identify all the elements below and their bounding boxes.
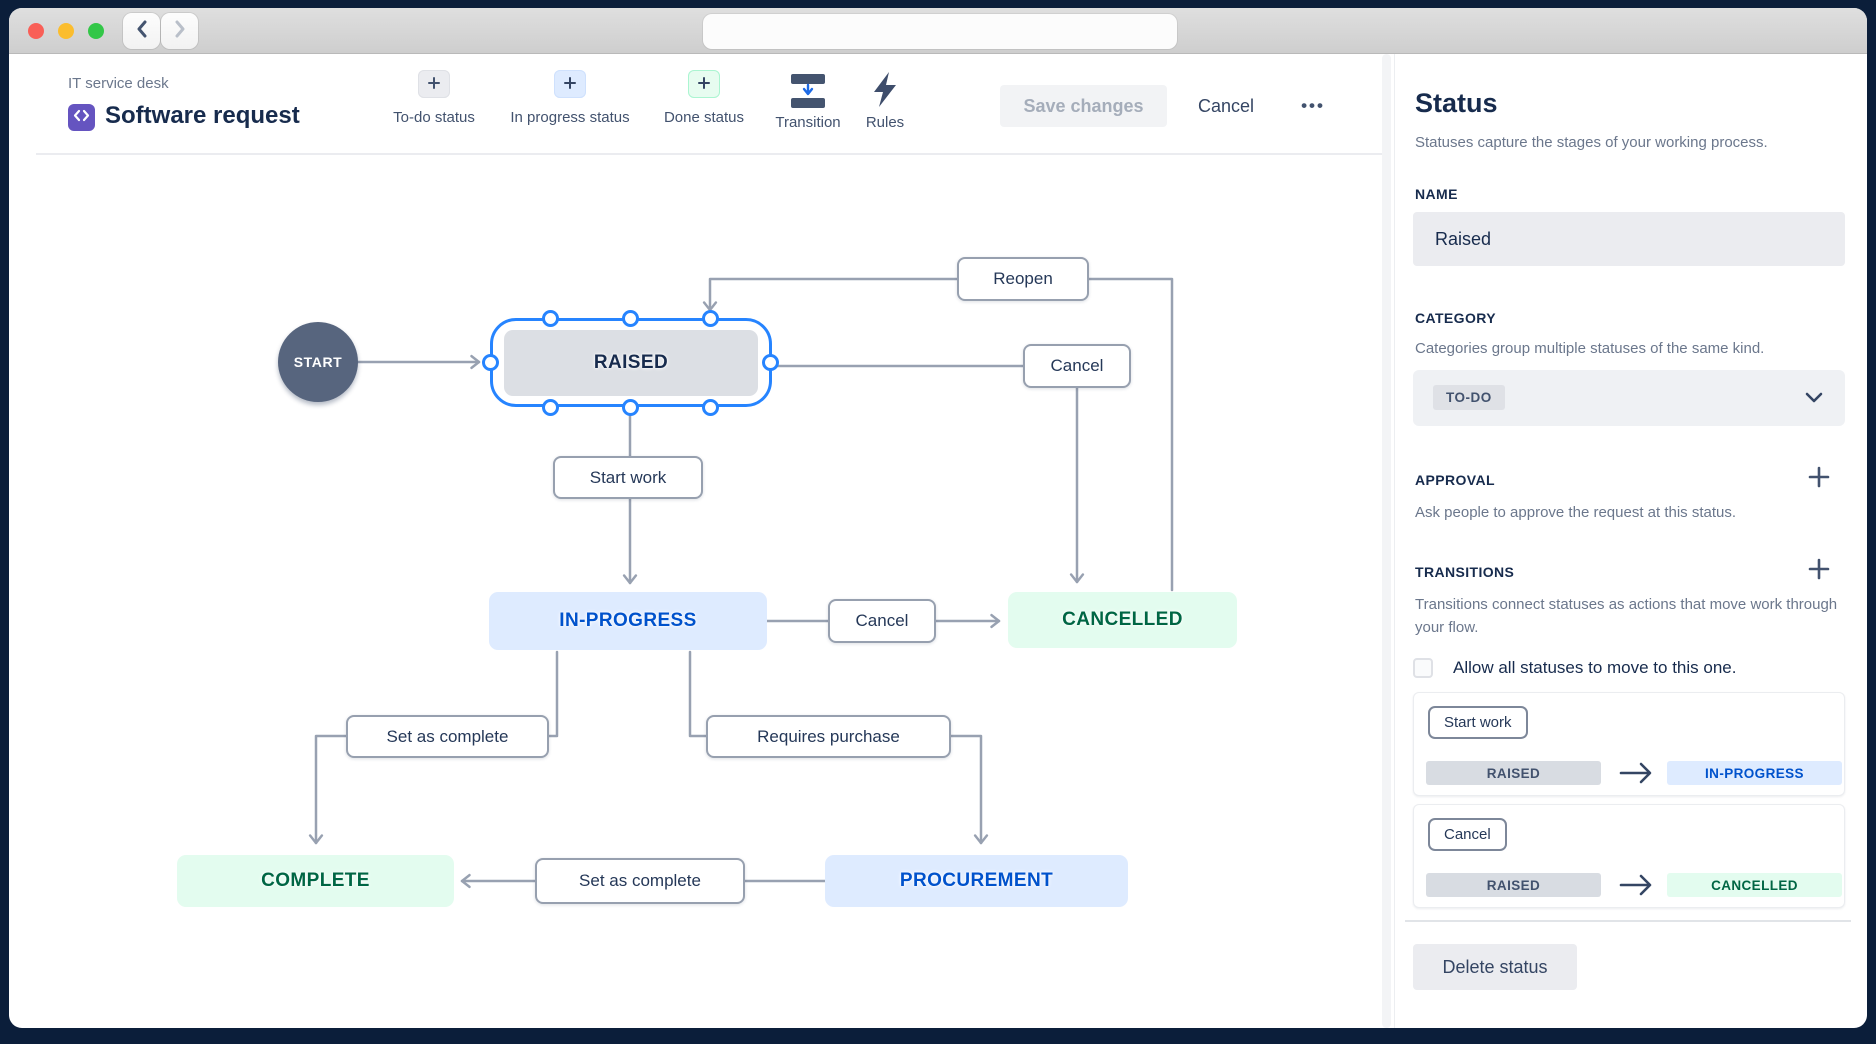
transition-label-cancel-mid[interactable]: Cancel (828, 599, 936, 643)
toolbar-divider (36, 153, 1390, 155)
category-dropdown[interactable]: TO-DO (1413, 370, 1845, 426)
status-node-raised[interactable]: RAISED (504, 330, 758, 396)
start-node[interactable]: START (278, 322, 358, 402)
add-approval-button[interactable] (1807, 466, 1831, 490)
arrow-right-icon (1617, 867, 1657, 908)
sidebar-subtitle: Statuses capture the stages of your work… (1415, 134, 1768, 151)
selection-handle[interactable] (702, 310, 719, 327)
tool-label: To-do status (393, 109, 475, 126)
close-window-button[interactable] (28, 23, 44, 39)
code-brackets-icon (73, 109, 90, 127)
plus-icon (1808, 466, 1830, 491)
cancel-button[interactable]: Cancel (1181, 85, 1271, 127)
status-node-in-progress[interactable]: IN-PROGRESS (489, 592, 767, 650)
approval-description: Ask people to approve the request at thi… (1415, 504, 1737, 521)
transitions-description: Transitions connect statuses as actions … (1415, 596, 1838, 636)
allow-all-checkbox[interactable] (1413, 658, 1433, 678)
page-title: Software request (105, 102, 300, 129)
status-node-cancelled[interactable]: CANCELLED (1008, 592, 1237, 648)
category-value-badge: TO-DO (1433, 385, 1505, 410)
project-name: IT service desk (68, 75, 169, 92)
tool-rules[interactable]: Rules (810, 70, 960, 131)
add-in-progress-status-button[interactable] (554, 70, 586, 98)
transition-label-requires-purchase[interactable]: Requires purchase (706, 715, 951, 758)
url-bar[interactable] (703, 14, 1177, 49)
tool-label: Transition (775, 114, 841, 131)
transition-from-badge: RAISED (1426, 873, 1601, 897)
transition-from-badge: RAISED (1426, 761, 1601, 785)
transition-card: Start work RAISED IN-PROGRESS (1413, 692, 1845, 796)
delete-status-button[interactable]: Delete status (1413, 944, 1577, 990)
sidebar-footer-divider (1405, 920, 1851, 922)
add-transition-button[interactable] (1807, 558, 1831, 582)
tool-in-progress-status: In progress status (495, 70, 645, 126)
tool-label: Rules (865, 114, 905, 131)
transition-action-button[interactable]: Cancel (1428, 818, 1507, 851)
transition-label-set-as-complete-bottom[interactable]: Set as complete (535, 858, 745, 904)
arrow-right-icon (1617, 755, 1657, 796)
status-node-procurement[interactable]: PROCUREMENT (825, 855, 1128, 907)
transition-card: Cancel RAISED CANCELLED (1413, 804, 1845, 908)
name-section-label: NAME (1415, 186, 1458, 202)
selection-handle[interactable] (482, 354, 499, 371)
transition-label-start-work[interactable]: Start work (553, 456, 703, 499)
category-description: Categories group multiple statuses of th… (1415, 340, 1765, 357)
approval-section-label: APPROVAL (1415, 472, 1495, 488)
transition-action-button[interactable]: Start work (1428, 706, 1528, 739)
selection-handle[interactable] (622, 399, 639, 416)
chevron-left-icon (135, 20, 149, 43)
tool-label: Done status (663, 109, 745, 126)
selection-handle[interactable] (622, 310, 639, 327)
forward-button[interactable] (161, 13, 198, 49)
tool-transition[interactable]: Transition (733, 70, 883, 131)
zoom-window-button[interactable] (88, 23, 104, 39)
selection-handle[interactable] (762, 354, 779, 371)
save-changes-button[interactable]: Save changes (1000, 85, 1167, 127)
plus-icon (427, 76, 441, 93)
app-window: IT service desk Software request To-do s… (9, 8, 1867, 1028)
sidebar-title: Status (1415, 88, 1498, 118)
transition-to-badge: CANCELLED (1667, 873, 1842, 897)
selection-handle[interactable] (542, 399, 559, 416)
titlebar (9, 8, 1867, 54)
minimize-window-button[interactable] (58, 23, 74, 39)
chevron-right-icon (173, 20, 187, 43)
transition-label-cancel-top[interactable]: Cancel (1023, 344, 1131, 388)
allow-all-label: Allow all statuses to move to this one. (1453, 658, 1737, 677)
add-todo-status-button[interactable] (418, 70, 450, 98)
lightning-bolt-icon (871, 70, 899, 109)
canvas-scrollbar[interactable] (1382, 54, 1391, 1028)
status-name-input[interactable] (1413, 212, 1845, 266)
selection-handle[interactable] (542, 310, 559, 327)
plus-icon (1808, 558, 1830, 583)
selection-handle[interactable] (702, 399, 719, 416)
tool-done-status: Done status (629, 70, 779, 126)
tool-label: In progress status (510, 109, 630, 126)
add-done-status-button[interactable] (688, 70, 720, 98)
transitions-section-label: TRANSITIONS (1415, 564, 1515, 580)
sidebar-divider (1394, 54, 1395, 1028)
transition-label-reopen[interactable]: Reopen (957, 257, 1089, 301)
back-button[interactable] (123, 13, 160, 49)
transition-to-badge: IN-PROGRESS (1667, 761, 1842, 785)
category-section-label: CATEGORY (1415, 310, 1496, 326)
plus-icon (697, 76, 711, 93)
chevron-down-icon (1805, 391, 1823, 409)
status-node-complete[interactable]: COMPLETE (177, 855, 454, 907)
workflow-app-icon (68, 104, 95, 131)
transition-icon (789, 70, 827, 109)
tool-todo-status: To-do status (359, 70, 509, 126)
transition-label-set-as-complete-top[interactable]: Set as complete (346, 715, 549, 758)
more-menu-button[interactable]: ••• (1285, 85, 1341, 127)
plus-icon (563, 76, 577, 93)
